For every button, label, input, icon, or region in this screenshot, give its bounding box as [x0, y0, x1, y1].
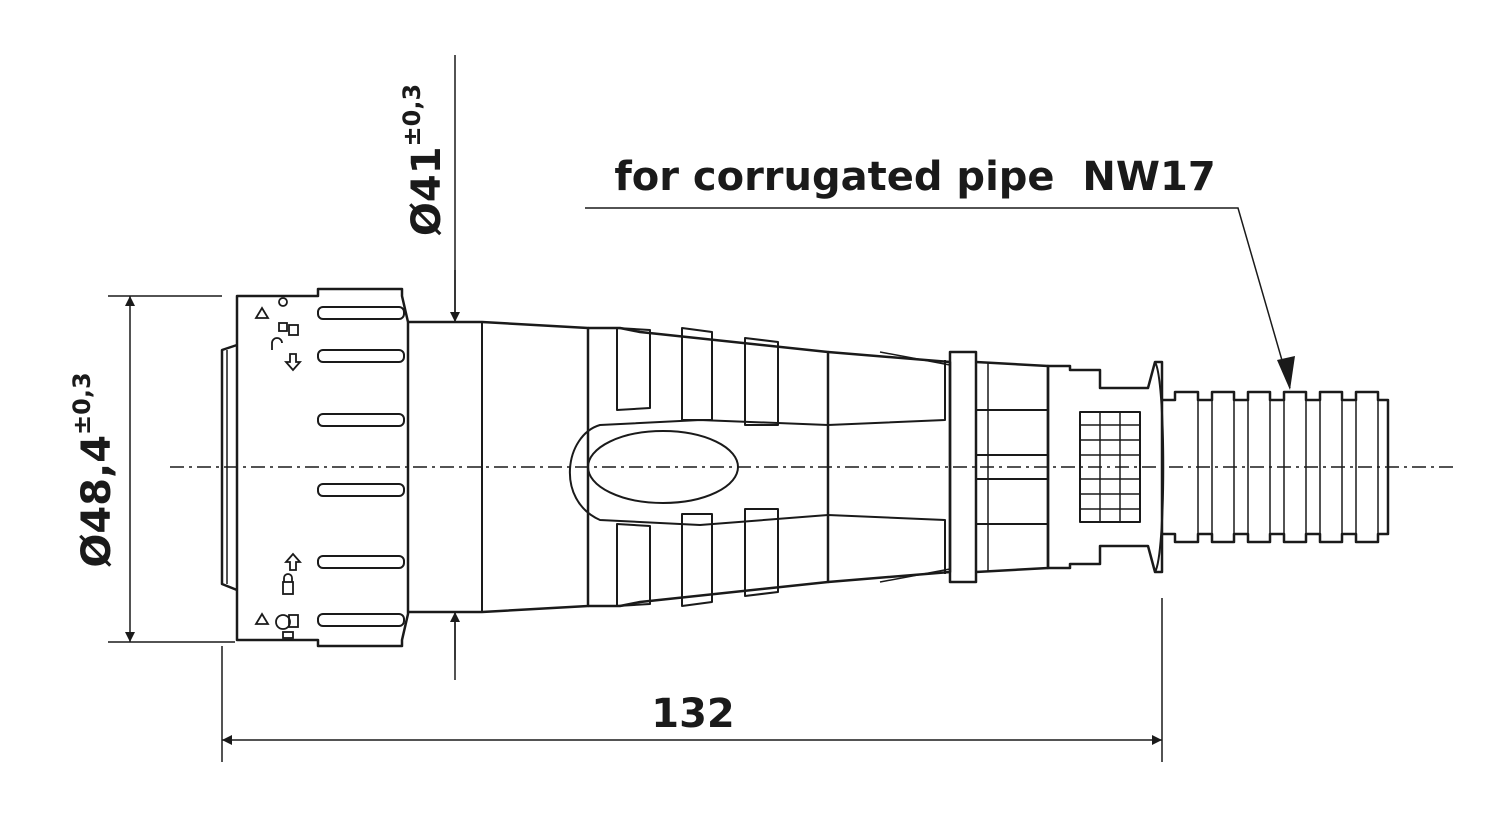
connector-outline — [220, 287, 1390, 648]
callout-arrowhead — [1277, 356, 1295, 390]
lock-symbols-bottom — [254, 552, 302, 639]
arrow-down-icon — [284, 353, 302, 372]
triangle-marker-icon — [254, 306, 270, 319]
diameter-body-tolerance: ±0,3 — [68, 372, 96, 435]
diameter-neck-label: Ø41±0,3 — [398, 84, 450, 236]
lock-open-icon — [271, 337, 283, 350]
diameter-body-value: Ø48,4 — [74, 435, 120, 568]
diameter-body-label: Ø48,4±0,3 — [68, 372, 120, 567]
length-dimension-label: 132 — [651, 691, 735, 737]
lock-symbols-top — [254, 297, 302, 372]
diameter-neck-tolerance: ±0,3 — [398, 84, 426, 147]
svg-text:Ø48,4±0,3: Ø48,4±0,3 — [68, 372, 120, 567]
arrow-up-icon — [284, 552, 302, 571]
callout-label: for corrugated pipe NW17 — [614, 154, 1215, 200]
lock-closed-icon — [278, 297, 288, 307]
triangle-marker-icon — [254, 612, 270, 625]
svg-text:Ø41±0,3: Ø41±0,3 — [398, 84, 450, 236]
diameter-neck-value: Ø41 — [404, 146, 450, 236]
dimension-lines — [108, 55, 1291, 762]
